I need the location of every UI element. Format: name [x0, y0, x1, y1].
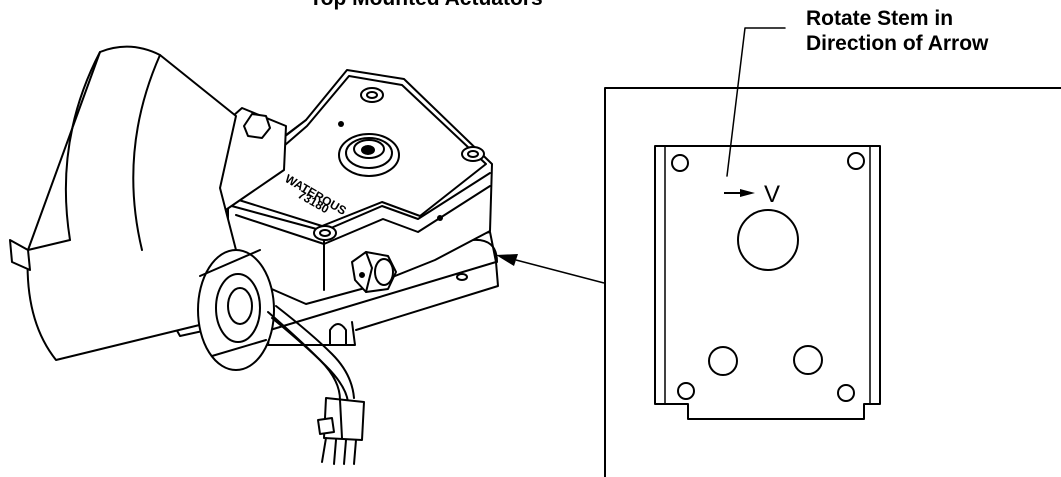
plate-holes: [671, 152, 865, 402]
plate-hole-top-left: [671, 154, 689, 172]
callout-line-1: Rotate Stem in: [806, 7, 954, 30]
detail-label: V: [764, 181, 780, 208]
actuator-assembly: WATEROUS 73180: [9, 45, 499, 465]
plate-hole-top-right: [847, 152, 865, 170]
callout-leader: [726, 27, 786, 177]
bolt-right: [461, 146, 485, 162]
reference-arrow: [496, 254, 605, 284]
plate-hole-bottom-right: [837, 384, 855, 402]
plate-hole-bottom-left: [677, 382, 695, 400]
stem-opening: [737, 209, 799, 271]
stem-drive-nut: [338, 133, 400, 177]
diagram-title: Top Mounted Actuators: [276, 0, 576, 11]
wiring-harness: [267, 305, 355, 403]
side-fitting: [351, 251, 397, 293]
cover-pin: [437, 215, 443, 221]
motor-end-cap: [197, 249, 275, 371]
detail-frame: [604, 87, 1061, 477]
rotation-arrow-icon: [724, 189, 755, 197]
bolt-front: [313, 225, 337, 241]
detail-view: V: [604, 87, 1061, 477]
callout-line-2: Direction of Arrow: [806, 32, 989, 55]
detail-plate: [654, 145, 881, 420]
bolt-top: [360, 87, 384, 103]
instruction-callout: Rotate Stem in Direction of Arrow: [806, 6, 988, 56]
gearbox-cover: [225, 75, 487, 227]
electrical-connector: [317, 397, 365, 465]
plate-hole-mid-right: [793, 345, 823, 375]
bracket-slot: [329, 323, 347, 346]
bracket-hole: [456, 273, 468, 281]
cover-pin: [338, 121, 344, 127]
plate-hole-mid-left: [708, 346, 738, 376]
